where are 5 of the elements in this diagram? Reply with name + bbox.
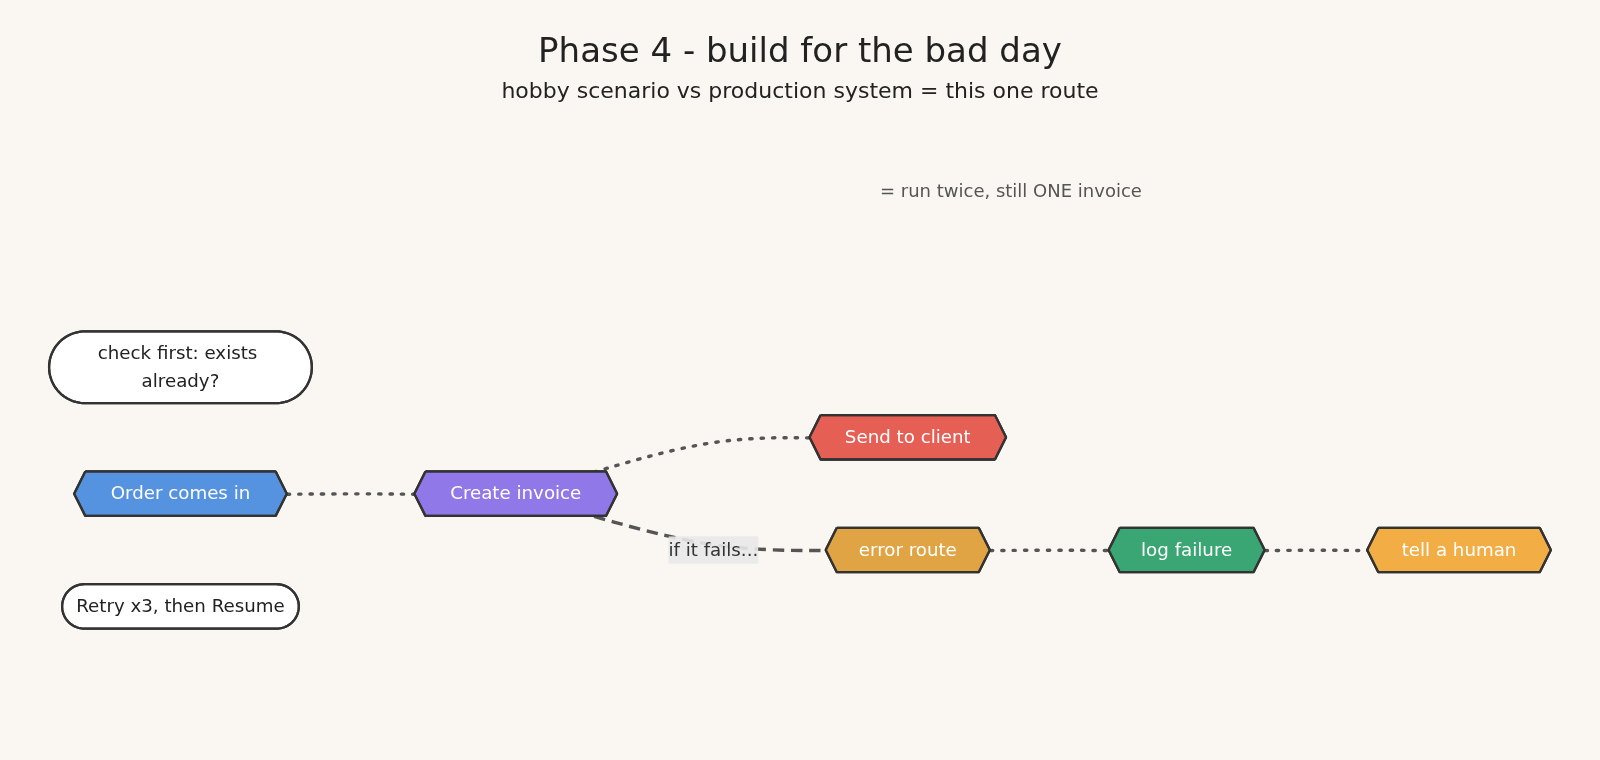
connector xyxy=(285,492,417,496)
title: Phase 4 - build for the bad day xyxy=(537,30,1063,70)
note: = run twice, still ONE invoice xyxy=(880,180,1142,201)
subtitle: hobby scenario vs production system = this one route xyxy=(500,78,1100,103)
edge-label: if it fails... xyxy=(668,538,759,561)
